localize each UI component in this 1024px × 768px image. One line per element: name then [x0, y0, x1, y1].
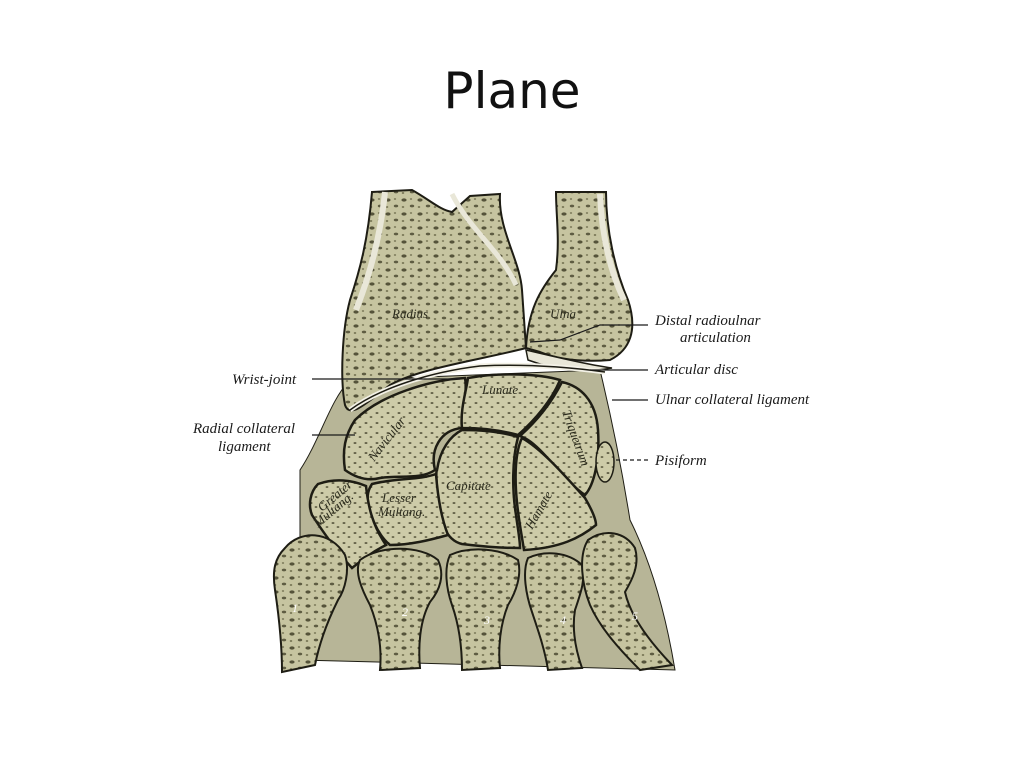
- metacarpal-2-label: 2: [402, 605, 408, 619]
- metacarpal-5-label: 5: [632, 609, 638, 623]
- pisiform-label: Pisiform: [654, 453, 707, 469]
- wrist-joint-label: Wrist-joint: [232, 372, 297, 388]
- radius-bone: [341, 188, 528, 412]
- articular-disc-label: Articular disc: [654, 362, 738, 378]
- metacarpal-bones: [272, 532, 675, 674]
- ulna-bone: [524, 191, 634, 362]
- metacarpal-4-label: 4: [560, 613, 566, 627]
- lesser-multang-label-line2: Multang.: [377, 504, 425, 519]
- ulna-label: Ulna: [550, 306, 577, 321]
- carpal-bones: [308, 373, 615, 570]
- capitate-bone: [435, 428, 522, 550]
- navicular-bone: [342, 376, 467, 481]
- distal-radioulnar-label-line2: articulation: [680, 330, 751, 346]
- metacarpal-3: [445, 548, 521, 672]
- metacarpal-4: [524, 552, 585, 672]
- lesser-multang-label-line1: Lesser: [381, 490, 417, 505]
- metacarpal-3-label: 3: [483, 613, 490, 627]
- pisiform-bone: [595, 441, 615, 483]
- radius-label: Radius: [391, 306, 428, 321]
- capitate-label: Capitate: [446, 478, 491, 493]
- slide-title: Plane: [443, 62, 581, 120]
- hamate-bone: [514, 436, 598, 552]
- ulnar-collateral-ligament-label: Ulnar collateral ligament: [655, 392, 810, 408]
- callout-leaders: [312, 324, 648, 461]
- distal-radioulnar-label-line1: Distal radioulnar: [654, 313, 761, 329]
- lunate-bone: [460, 373, 562, 437]
- metacarpal-2: [356, 547, 443, 672]
- lunate-label: Lunate: [481, 382, 518, 397]
- metacarpal-1: [272, 534, 348, 674]
- radial-collateral-ligament-label-line2: ligament: [218, 439, 271, 455]
- metacarpal-1-label: 1: [292, 601, 298, 615]
- metacarpal-5: [581, 532, 675, 672]
- radial-collateral-ligament-label-line1: Radial collateral: [192, 421, 295, 437]
